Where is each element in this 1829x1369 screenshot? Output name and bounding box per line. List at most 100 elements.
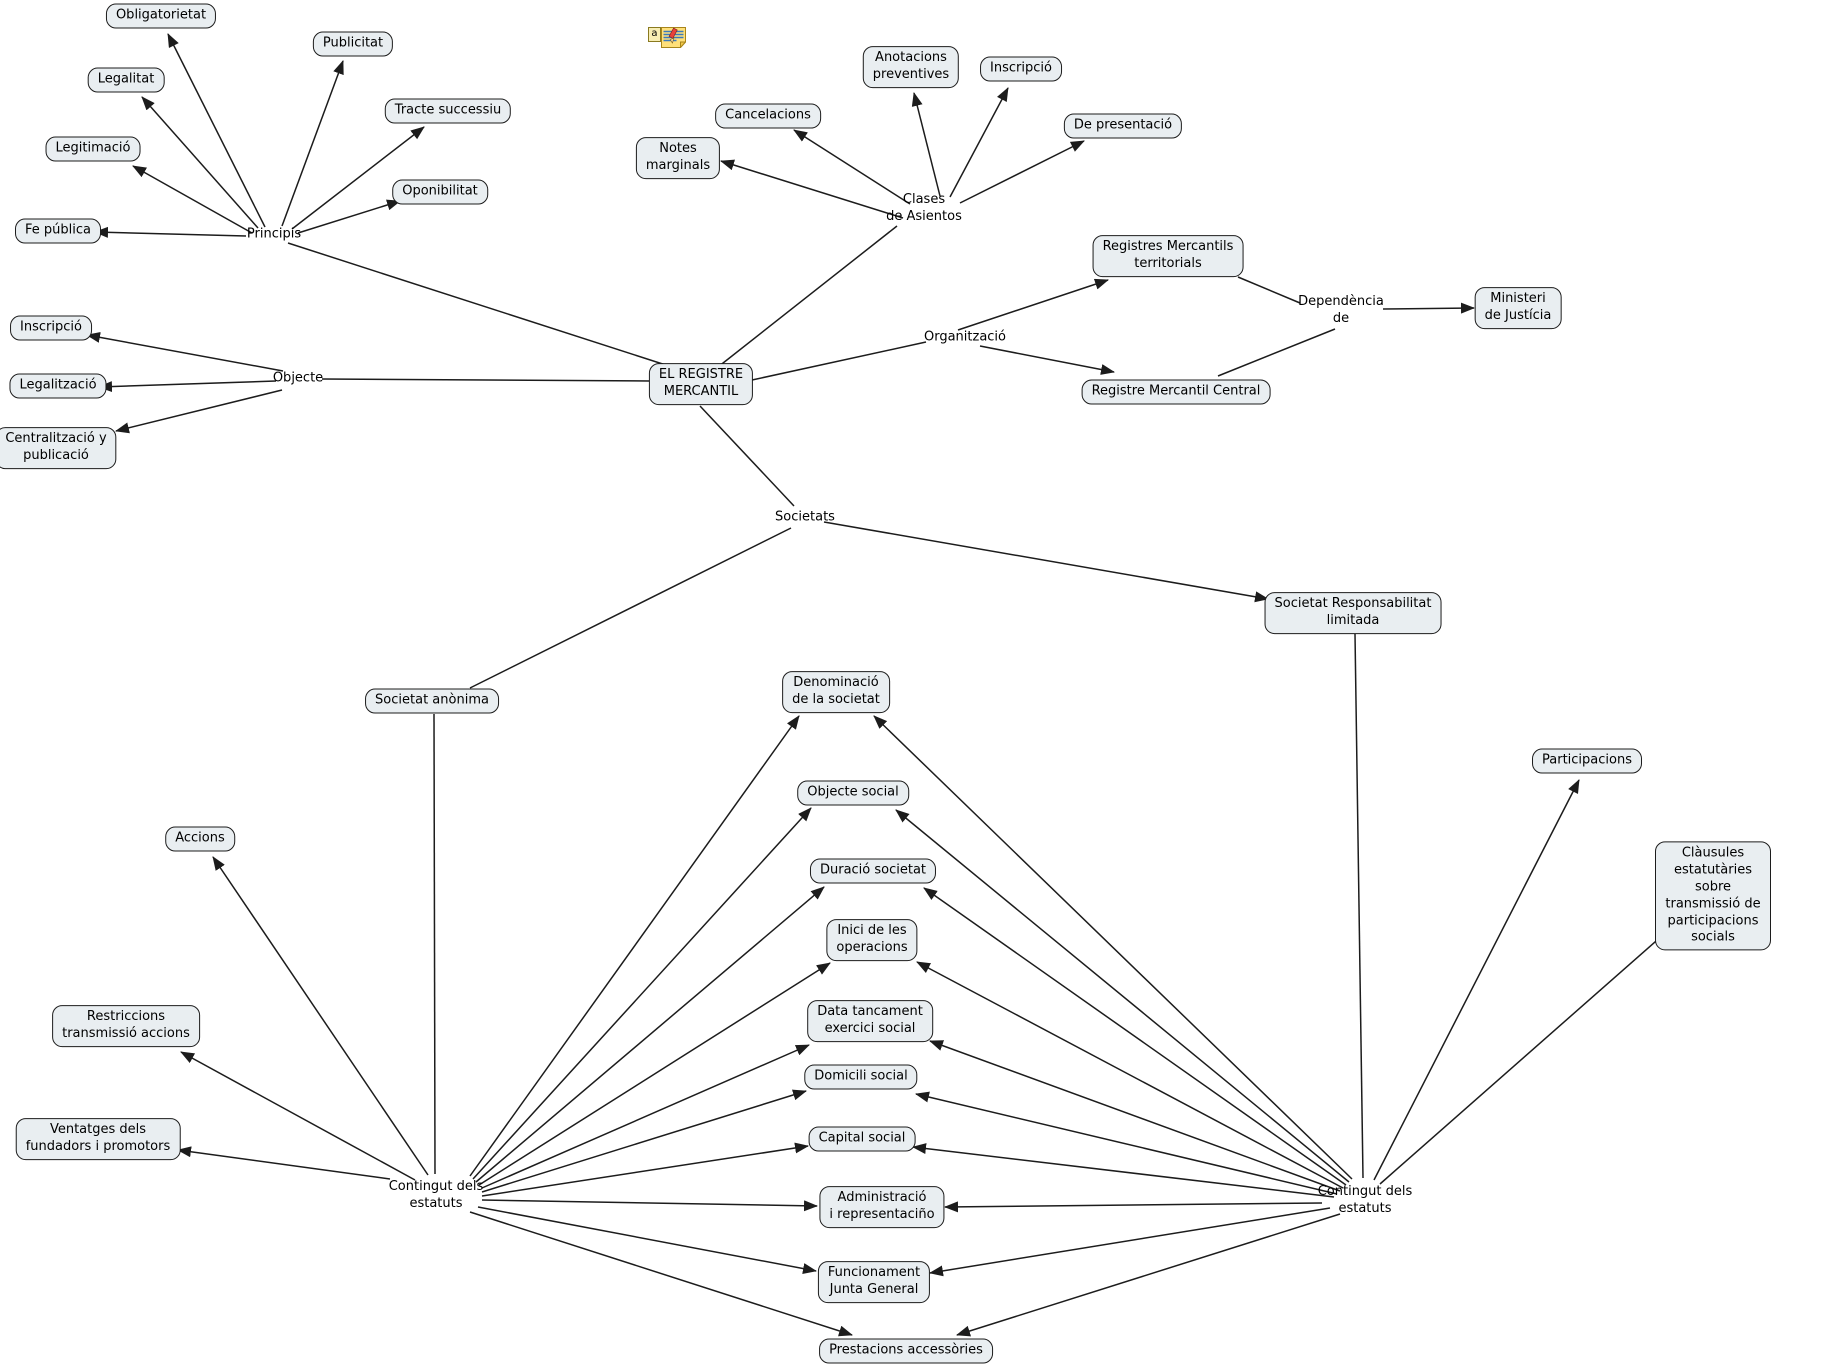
node-duracio-societat[interactable]: Duració societat bbox=[809, 858, 937, 884]
edge-line bbox=[717, 225, 898, 368]
node-notes-marginals[interactable]: Notes marginals bbox=[635, 137, 721, 179]
edge-line bbox=[94, 226, 247, 238]
edge-line bbox=[86, 331, 284, 372]
node-registre-central[interactable]: Registre Mercantil Central bbox=[1081, 379, 1271, 405]
node-accions[interactable]: Accions bbox=[165, 826, 235, 852]
edge-line bbox=[115, 389, 283, 434]
node-publicitat[interactable]: Publicitat bbox=[312, 31, 394, 57]
edge-line bbox=[469, 715, 800, 1177]
edge-line bbox=[469, 1211, 853, 1337]
node-administracio[interactable]: Administració i representaciño bbox=[819, 1186, 945, 1228]
edge-line bbox=[929, 1040, 1341, 1192]
edge-line bbox=[177, 1146, 391, 1180]
edge-line bbox=[929, 1207, 1331, 1277]
edge-line bbox=[98, 380, 277, 393]
edge-line bbox=[949, 87, 1009, 198]
edge-line bbox=[433, 713, 436, 1175]
edge-line bbox=[1354, 633, 1364, 1179]
node-societat-resp-limitada[interactable]: Societat Responsabilitat limitada bbox=[1264, 592, 1442, 634]
edge-line bbox=[475, 886, 825, 1183]
edge-line bbox=[477, 1206, 817, 1274]
edge-line bbox=[699, 405, 795, 507]
node-obligatorietat[interactable]: Obligatorietat bbox=[105, 3, 217, 29]
node-registres-territorials[interactable]: Registres Mercantils territorials bbox=[1092, 235, 1244, 277]
edge-line bbox=[167, 33, 266, 228]
edge-line bbox=[481, 1142, 809, 1197]
node-legalitzacio[interactable]: Legalització bbox=[9, 373, 107, 399]
node-inici-operacions[interactable]: Inici de les operacions bbox=[826, 919, 918, 961]
edge-line bbox=[291, 126, 425, 230]
edge-line bbox=[469, 527, 792, 689]
node-principis[interactable]: Principis bbox=[246, 226, 302, 242]
node-centralitzacio[interactable]: Centralització y publicació bbox=[0, 427, 117, 469]
node-funcionament-junta[interactable]: Funcionament Junta General bbox=[817, 1261, 931, 1303]
edge-line bbox=[979, 345, 1115, 375]
edge-line bbox=[793, 129, 911, 205]
node-organitzacio[interactable]: Organització bbox=[923, 329, 1007, 345]
node-el-registre-mercantil[interactable]: EL REGISTRE MERCANTIL bbox=[648, 363, 754, 405]
edge-line bbox=[956, 1213, 1341, 1337]
node-contingut-left[interactable]: Contingut dels estatuts bbox=[388, 1179, 484, 1211]
note-icon bbox=[661, 27, 686, 48]
node-inscripcio-top[interactable]: Inscripció bbox=[980, 56, 1062, 82]
node-participacions[interactable]: Participacions bbox=[1532, 748, 1642, 774]
node-objecte[interactable]: Objecte bbox=[272, 370, 324, 386]
edge-line bbox=[1237, 276, 1301, 304]
node-restriccions[interactable]: Restriccions transmissió accions bbox=[52, 1005, 200, 1047]
edge-line bbox=[720, 159, 904, 219]
annotation-letter: a bbox=[648, 27, 661, 42]
node-prestacions[interactable]: Prestacions accessòries bbox=[819, 1338, 993, 1364]
edge-line bbox=[895, 809, 1350, 1183]
edge-line bbox=[321, 378, 651, 382]
edge-line bbox=[287, 242, 673, 368]
node-de-presentacio[interactable]: De presentació bbox=[1063, 113, 1183, 139]
edge-line bbox=[959, 140, 1085, 204]
edge-line bbox=[472, 807, 812, 1180]
edge-line bbox=[141, 96, 259, 229]
node-oponibilitat[interactable]: Oponibilitat bbox=[392, 179, 488, 205]
edge-line bbox=[481, 1089, 807, 1193]
node-objecte-social[interactable]: Objecte social bbox=[797, 780, 909, 806]
edge-line bbox=[957, 278, 1109, 331]
edge-line bbox=[911, 92, 941, 197]
node-contingut-right[interactable]: Contingut dels estatuts bbox=[1317, 1184, 1413, 1216]
edge-line bbox=[1217, 328, 1336, 377]
node-ventatges[interactable]: Ventatges dels fundadors i promotors bbox=[15, 1118, 181, 1160]
edge-line bbox=[915, 1091, 1338, 1195]
edge-group bbox=[86, 33, 1673, 1337]
node-clases-asientos[interactable]: Clases de Asientos bbox=[886, 192, 962, 224]
node-societat-anonima[interactable]: Societat anònima bbox=[365, 688, 499, 714]
node-societats[interactable]: Societats bbox=[775, 509, 835, 525]
edge-line bbox=[481, 1044, 810, 1189]
edge-line bbox=[751, 341, 927, 381]
edge-line bbox=[916, 961, 1344, 1189]
edge-line bbox=[297, 199, 401, 234]
node-legitimacio[interactable]: Legitimació bbox=[45, 136, 141, 162]
annotation-icon[interactable]: a bbox=[648, 27, 686, 48]
node-cancelacions[interactable]: Cancelacions bbox=[715, 103, 821, 129]
edge-line bbox=[873, 715, 1353, 1180]
node-denominacio-societat[interactable]: Denominació de la societat bbox=[782, 671, 890, 713]
pencil-glyph bbox=[668, 27, 678, 44]
node-inscripcio-left[interactable]: Inscripció bbox=[10, 315, 92, 341]
edge-line bbox=[132, 165, 253, 234]
edge-line bbox=[281, 60, 344, 227]
edge-line bbox=[1382, 302, 1475, 314]
edge-line bbox=[180, 1051, 416, 1181]
node-domicili-social[interactable]: Domicili social bbox=[804, 1064, 918, 1090]
node-capital-social[interactable]: Capital social bbox=[808, 1126, 916, 1152]
edge-line bbox=[478, 962, 831, 1186]
edge-line bbox=[912, 1143, 1335, 1198]
node-dependencia[interactable]: Dependència de bbox=[1298, 294, 1384, 326]
node-ministeri-justicia[interactable]: Ministeri de Justícia bbox=[1474, 287, 1562, 329]
edge-line bbox=[212, 856, 429, 1176]
node-fe-publica[interactable]: Fe pública bbox=[15, 218, 101, 244]
node-clausules[interactable]: Clàusules estatutàries sobre transmissió… bbox=[1655, 841, 1771, 951]
node-legalitat[interactable]: Legalitat bbox=[87, 67, 165, 93]
node-anotacions-preventives[interactable]: Anotacions preventives bbox=[862, 46, 960, 88]
node-tracte-successiu[interactable]: Tracte successiu bbox=[384, 98, 512, 124]
node-data-tancament[interactable]: Data tancament exercici social bbox=[807, 1000, 933, 1042]
edge-line bbox=[923, 887, 1347, 1186]
